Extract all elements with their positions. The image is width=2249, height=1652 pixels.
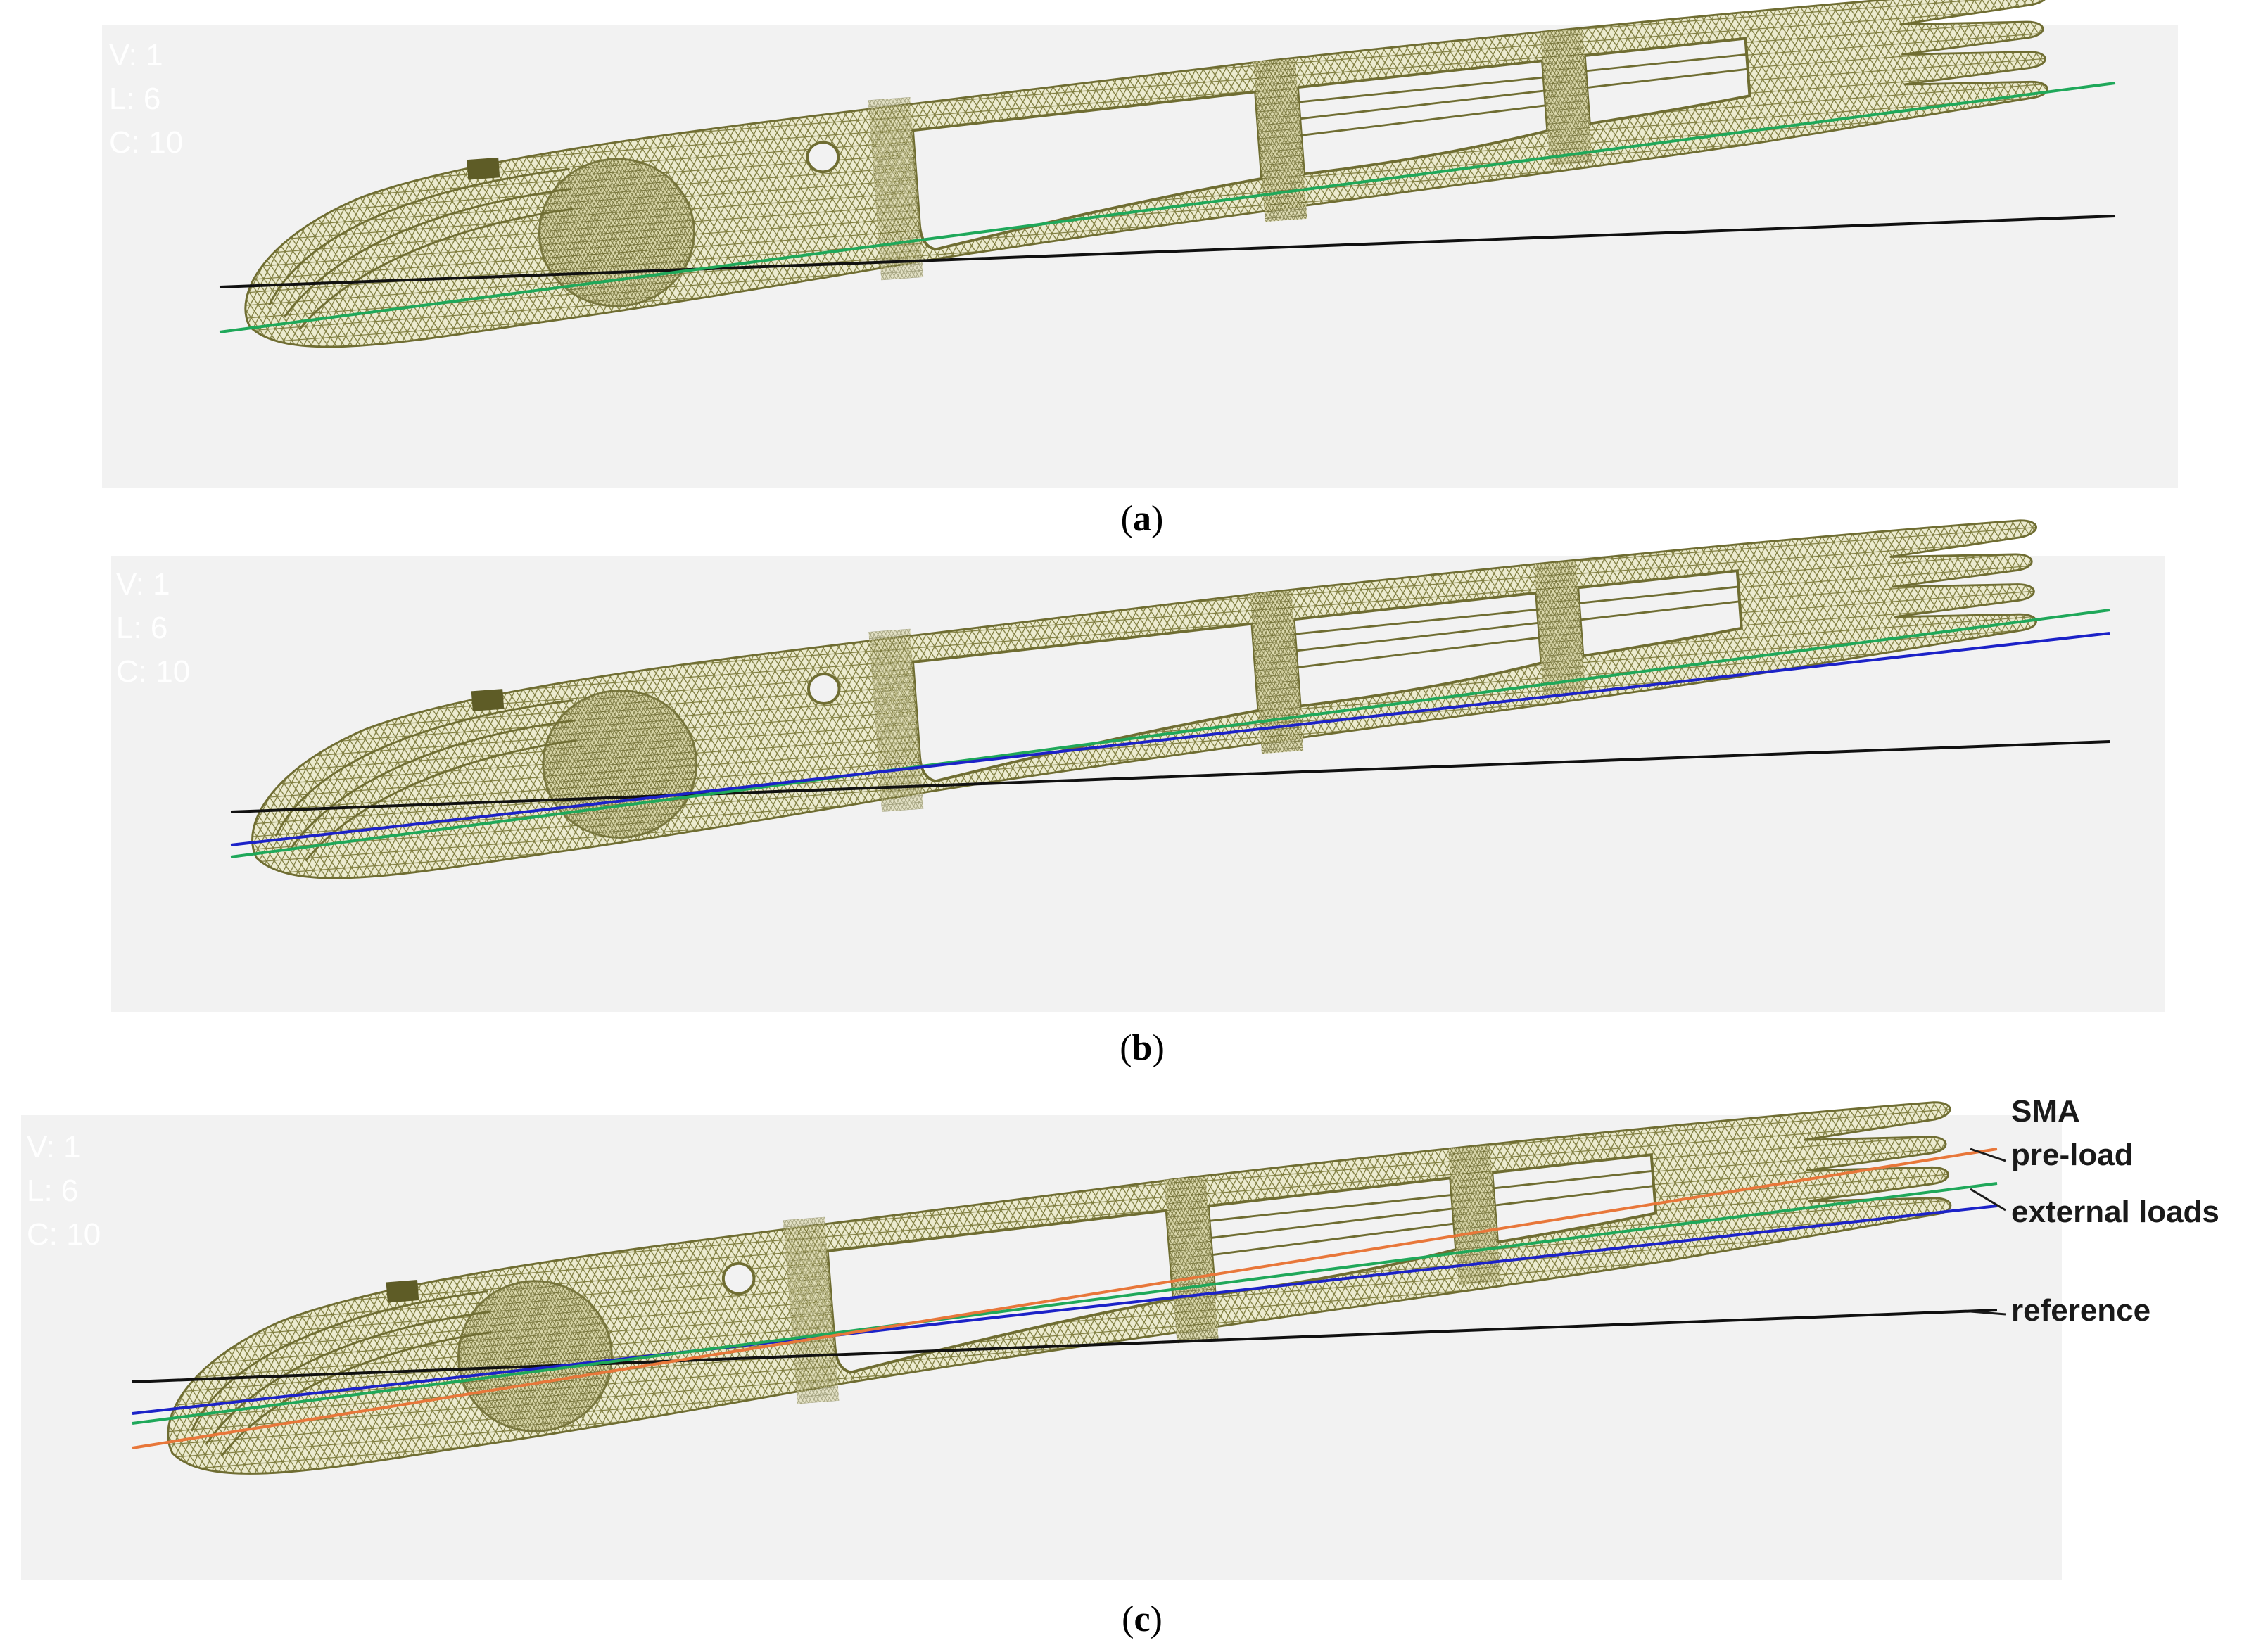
- caption-letter: c: [1134, 1599, 1151, 1639]
- panel-a-airfoil: [230, 0, 2066, 355]
- panel-c-blue-line: [132, 1205, 1998, 1415]
- panel-c-reference-line: [132, 1309, 1998, 1383]
- legend-reference-label: reference: [2011, 1293, 2151, 1328]
- legend-external-loads-label: external loads: [2011, 1195, 2219, 1229]
- panel-c-airfoil: [151, 1100, 1970, 1482]
- panel-b-blue-line: [230, 632, 2110, 846]
- panel-b-airfoil: [236, 518, 2055, 887]
- panel-a-reference-line: [219, 215, 2116, 288]
- viewport-info-line: V: 1: [109, 38, 163, 72]
- viewport-info-line: L: 6: [116, 611, 168, 645]
- panel-b-reference-line: [230, 740, 2110, 813]
- viewport-info-line: C: 10: [116, 654, 191, 689]
- viewport-info-line: C: 10: [109, 125, 184, 160]
- viewport-info-line: C: 10: [27, 1217, 101, 1252]
- caption-letter: a: [1133, 499, 1151, 539]
- panel-c-external-loads-line: [132, 1182, 1998, 1425]
- caption-letter: b: [1132, 1028, 1153, 1068]
- leader-preload: [1970, 1148, 2006, 1162]
- caption-c: (c): [1122, 1599, 1162, 1639]
- viewport-info-line: V: 1: [27, 1130, 81, 1164]
- viewport-info-line: L: 6: [27, 1174, 79, 1208]
- caption-a: (a): [1120, 499, 1164, 539]
- legend-preload-label: pre-load: [2011, 1138, 2134, 1172]
- viewport-info-line: L: 6: [109, 82, 161, 116]
- panel-b-external-loads-line: [230, 609, 2110, 858]
- leader-external: [1970, 1188, 2006, 1212]
- panel-a-viewport-info: V: 1 L: 6 C: 10: [109, 34, 183, 165]
- panel-a-external-loads-line: [219, 82, 2116, 333]
- leader-reference: [1970, 1310, 2006, 1316]
- viewport-info-line: V: 1: [116, 567, 170, 602]
- legend-sma-label: SMA: [2011, 1094, 2080, 1129]
- panel-c-viewport-info: V: 1 L: 6 C: 10: [27, 1126, 101, 1257]
- panel-b-viewport-info: V: 1 L: 6 C: 10: [116, 563, 190, 694]
- panel-c-preload-line: [132, 1148, 1998, 1449]
- caption-b: (b): [1120, 1028, 1165, 1068]
